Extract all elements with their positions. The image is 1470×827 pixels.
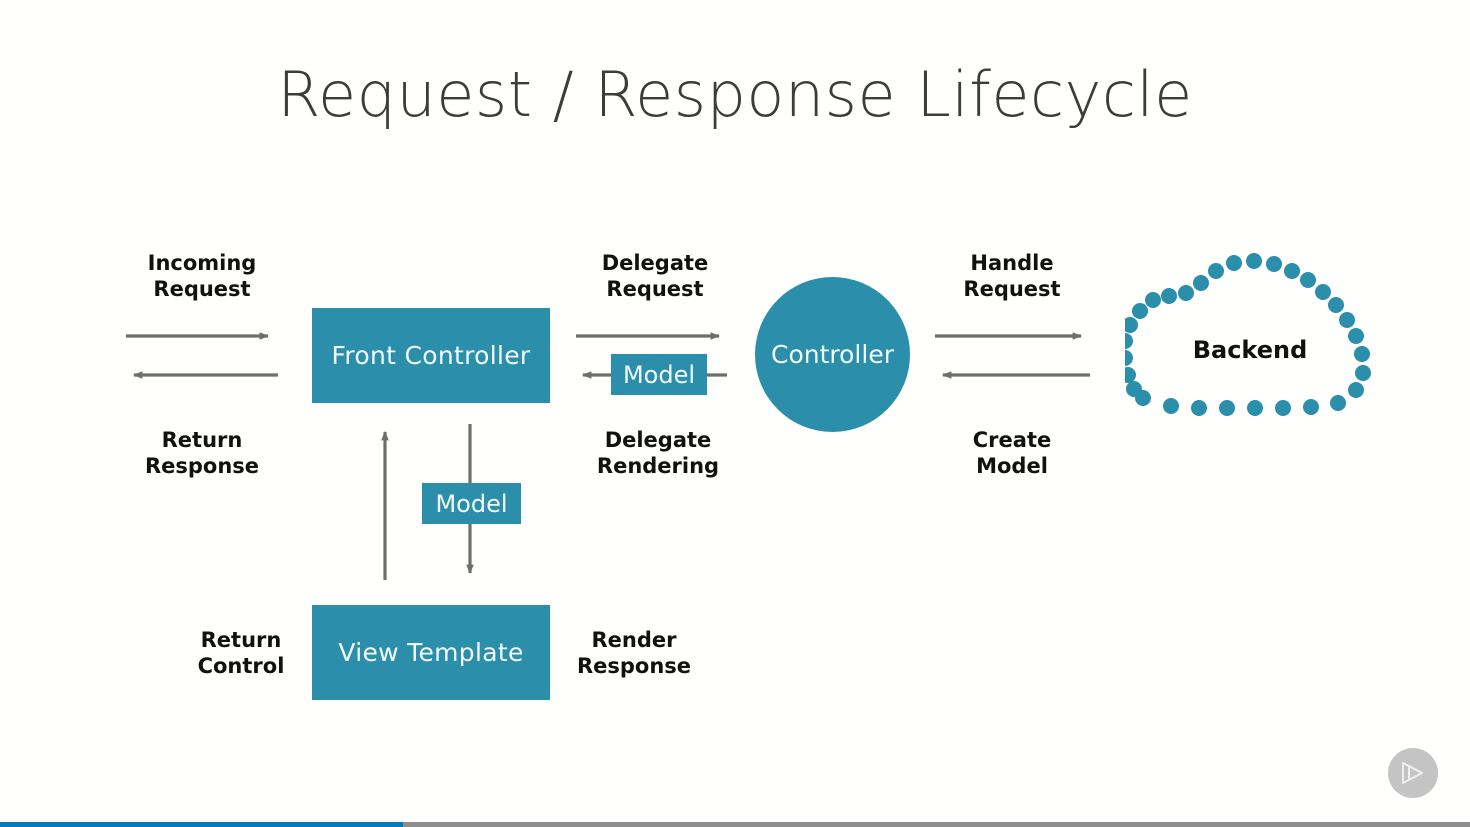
node-model-horizontal[interactable]: Model bbox=[611, 354, 707, 395]
node-model-vertical[interactable]: Model bbox=[422, 483, 521, 524]
video-progress-fill bbox=[0, 822, 403, 827]
play-forward-icon bbox=[1402, 762, 1423, 784]
label-delegate-request: Delegate Request bbox=[601, 251, 709, 301]
label-incoming-request: Incoming Request bbox=[147, 251, 257, 301]
label-handle-request: Handle Request bbox=[963, 251, 1061, 301]
label-delegate-rendering: Delegate Rendering bbox=[596, 428, 720, 478]
play-forward-button[interactable] bbox=[1388, 748, 1438, 798]
node-controller[interactable]: Controller bbox=[755, 277, 910, 432]
cloud-dots-icon bbox=[1117, 253, 1371, 416]
page-title: Request / Response Lifecycle bbox=[277, 58, 1193, 131]
node-view-template[interactable]: View Template bbox=[312, 605, 550, 700]
node-front-controller[interactable]: Front Controller bbox=[312, 308, 550, 403]
label-return-control: Return Control bbox=[197, 628, 285, 678]
label-return-response: Return Response bbox=[144, 428, 260, 478]
node-backend-label: Backend bbox=[1192, 336, 1308, 364]
video-progress-track[interactable] bbox=[0, 822, 1470, 827]
label-create-model: Create Model bbox=[972, 428, 1052, 478]
node-backend-cloud[interactable] bbox=[1117, 248, 1375, 420]
label-render-response: Render Response bbox=[576, 628, 692, 678]
